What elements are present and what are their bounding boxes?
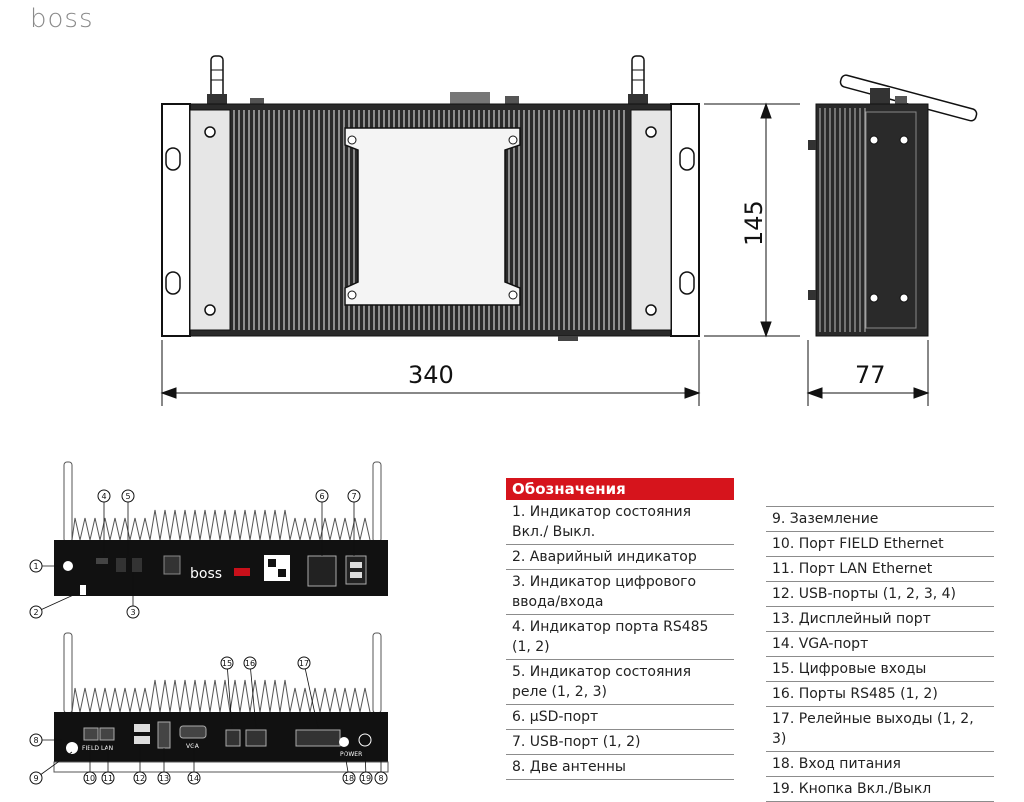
svg-text:19: 19 (361, 774, 371, 783)
legend-item: 15. Цифровые входы (766, 657, 994, 682)
legend-item: 8. Две антенны (506, 755, 734, 780)
label-field: FIELD (82, 745, 99, 752)
svg-text:13: 13 (159, 774, 169, 783)
device-top-view (161, 55, 700, 341)
legend-item: 3. Индикатор цифрового ввода/входа (506, 570, 734, 615)
dimension-depth (806, 340, 930, 406)
legend-item: 4. Индикатор порта RS485 (1, 2) (506, 615, 734, 660)
svg-text:2: 2 (33, 608, 38, 617)
antenna-left (207, 55, 227, 104)
callout-16: 16 (243, 656, 257, 729)
callout-11: 11 (101, 742, 115, 785)
rear-callouts: 8 9 10 11 12 13 14 15 16 17 18 19 8 (29, 656, 388, 785)
svg-text:3: 3 (130, 608, 135, 617)
brand-logo: boss (30, 4, 94, 34)
rear-panel: FIELD LAN VGA POWER (53, 632, 389, 773)
callout-19: 19 (359, 747, 373, 785)
svg-text:1: 1 (33, 562, 38, 571)
front-panel: boss (54, 461, 388, 596)
legend-item: 16. Порты RS485 (1, 2) (766, 682, 994, 707)
label-lan: LAN (101, 745, 113, 752)
svg-text:18: 18 (344, 774, 354, 783)
callout-10: 10 (83, 742, 97, 785)
callout-13: 13 (157, 748, 171, 785)
svg-text:15: 15 (222, 659, 232, 668)
svg-text:11: 11 (103, 774, 113, 783)
svg-text:8: 8 (378, 774, 383, 783)
depth-label: 77 (855, 361, 886, 389)
callout-15: 15 (220, 656, 234, 729)
callout-4: 4 (97, 489, 111, 556)
svg-text:12: 12 (135, 774, 145, 783)
legend-column-left: 1. Индикатор состояния Вкл./ Выкл.2. Ава… (506, 500, 734, 780)
callout-8: 8 (374, 740, 388, 785)
front-logo: boss (190, 566, 222, 582)
svg-text:8: 8 (33, 736, 38, 745)
callout-2: 2 (29, 591, 81, 619)
device-side-view (808, 74, 978, 337)
callout-1: 1 (29, 559, 60, 573)
callout-6: 6 (315, 489, 329, 556)
dimension-width (160, 340, 701, 406)
dimension-height (704, 102, 800, 338)
svg-text:4: 4 (101, 492, 106, 501)
svg-text:17: 17 (299, 659, 309, 668)
legend-item: 7. USB-порт (1, 2) (506, 730, 734, 755)
legend-item: 13. Дисплейный порт (766, 607, 994, 632)
legend-item: 1. Индикатор состояния Вкл./ Выкл. (506, 500, 734, 545)
callout-7: 7 (347, 489, 361, 556)
antenna-right (628, 55, 648, 104)
svg-text:16: 16 (245, 659, 255, 668)
legend-item: 10. Порт FIELD Ethernet (766, 532, 994, 557)
legend-item: 9. Заземление (766, 506, 994, 532)
legend-item: 11. Порт LAN Ethernet (766, 557, 994, 582)
label-vga: VGA (186, 743, 200, 750)
legend-item: 19. Кнопка Вкл./Выкл (766, 777, 994, 802)
legend-item: 18. Вход питания (766, 752, 994, 777)
svg-text:9: 9 (33, 774, 38, 783)
front-callouts: 1 2 3 4 5 6 7 (29, 489, 361, 619)
legend-item: 2. Аварийный индикатор (506, 545, 734, 570)
svg-text:10: 10 (85, 774, 95, 783)
callout-18: 18 (342, 747, 356, 785)
callout-17: 17 (297, 656, 319, 729)
svg-text:5: 5 (125, 492, 130, 501)
legend-title: Обозначения (506, 478, 734, 500)
legend-item: 6. µSD-порт (506, 705, 734, 730)
callout-3: 3 (126, 572, 140, 619)
width-label: 340 (408, 361, 454, 389)
legend-item: 14. VGA-порт (766, 632, 994, 657)
svg-text:14: 14 (189, 774, 199, 783)
callout-14: 14 (187, 740, 201, 785)
height-label: 145 (740, 200, 768, 246)
legend-item: 17. Релейные выходы (1, 2, 3) (766, 707, 994, 752)
svg-text:6: 6 (319, 492, 324, 501)
legend-item: 5. Индикатор состояния реле (1, 2, 3) (506, 660, 734, 705)
callout-12: 12 (133, 746, 147, 785)
label-power: POWER (340, 751, 362, 758)
svg-text:7: 7 (351, 492, 356, 501)
callout-9: 9 (29, 751, 73, 785)
callout-5: 5 (121, 489, 135, 556)
callout-8: 8 (29, 733, 62, 747)
legend-item: 12. USB-порты (1, 2, 3, 4) (766, 582, 994, 607)
